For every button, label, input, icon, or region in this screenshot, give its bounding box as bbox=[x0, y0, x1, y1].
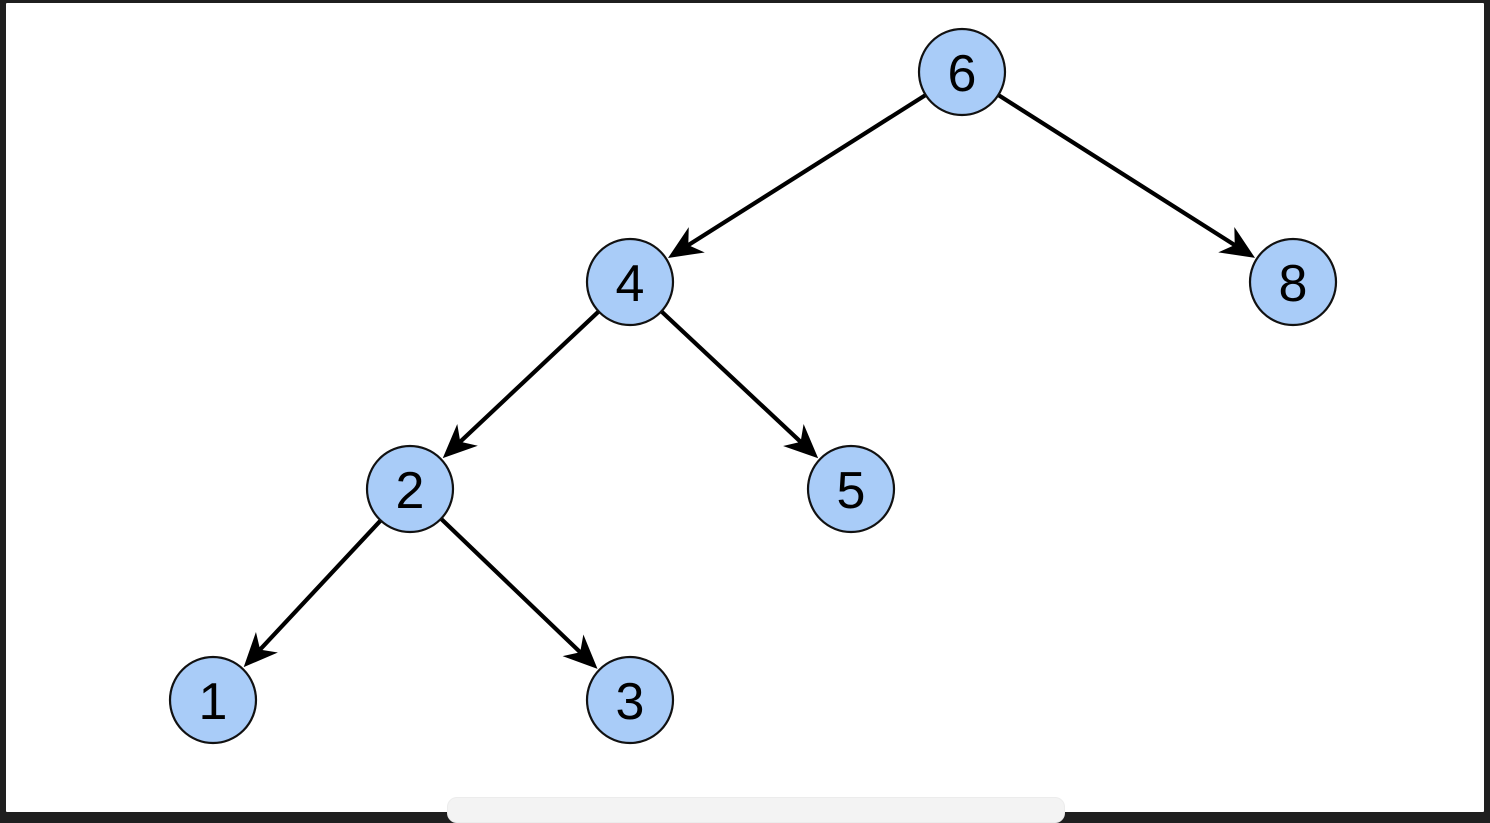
edge-n4-n5 bbox=[659, 309, 811, 452]
node-circle bbox=[1248, 237, 1338, 327]
tree-node-3: 3 bbox=[585, 655, 675, 745]
arrowhead-n2-n3 bbox=[562, 634, 598, 669]
edge-n2-n3 bbox=[439, 517, 591, 663]
node-label: 5 bbox=[837, 462, 866, 520]
arrowhead-n4-n2 bbox=[442, 423, 478, 459]
diagram-canvas: 6 4 8 2 5 1 3 bbox=[6, 3, 1484, 812]
tree-node-6: 6 bbox=[917, 27, 1007, 117]
node-circle bbox=[585, 237, 675, 327]
tree-node-1: 1 bbox=[168, 655, 258, 745]
node-label: 6 bbox=[948, 45, 977, 103]
tree-node-5: 5 bbox=[806, 444, 896, 534]
tree-node-4: 4 bbox=[585, 237, 675, 327]
node-circle bbox=[917, 27, 1007, 117]
edge-n6-n8 bbox=[997, 93, 1246, 254]
tree-node-8: 8 bbox=[1248, 237, 1338, 327]
arrowhead-n4-n5 bbox=[783, 424, 819, 459]
node-circle bbox=[806, 444, 896, 534]
edge-n2-n1 bbox=[250, 518, 383, 660]
edges-layer bbox=[243, 93, 1256, 669]
nodes-layer: 6 4 8 2 5 1 3 bbox=[168, 27, 1338, 745]
node-circle bbox=[168, 655, 258, 745]
binary-tree-diagram: 6 4 8 2 5 1 3 bbox=[168, 27, 1338, 745]
edge-n6-n4 bbox=[677, 93, 927, 254]
node-label: 8 bbox=[1279, 255, 1308, 313]
arrowhead-n6-n8 bbox=[1218, 227, 1256, 258]
node-circle bbox=[585, 655, 675, 745]
node-label: 4 bbox=[616, 255, 645, 313]
tree-node-2: 2 bbox=[365, 444, 455, 534]
arrowhead-n2-n1 bbox=[243, 632, 278, 668]
edge-n4-n2 bbox=[450, 309, 601, 452]
node-label: 3 bbox=[616, 673, 645, 731]
node-circle bbox=[365, 444, 455, 534]
arrowhead-n6-n4 bbox=[668, 227, 705, 258]
node-label: 2 bbox=[396, 462, 425, 520]
node-label: 1 bbox=[199, 673, 228, 731]
bottom-panel-hint bbox=[447, 797, 1065, 823]
